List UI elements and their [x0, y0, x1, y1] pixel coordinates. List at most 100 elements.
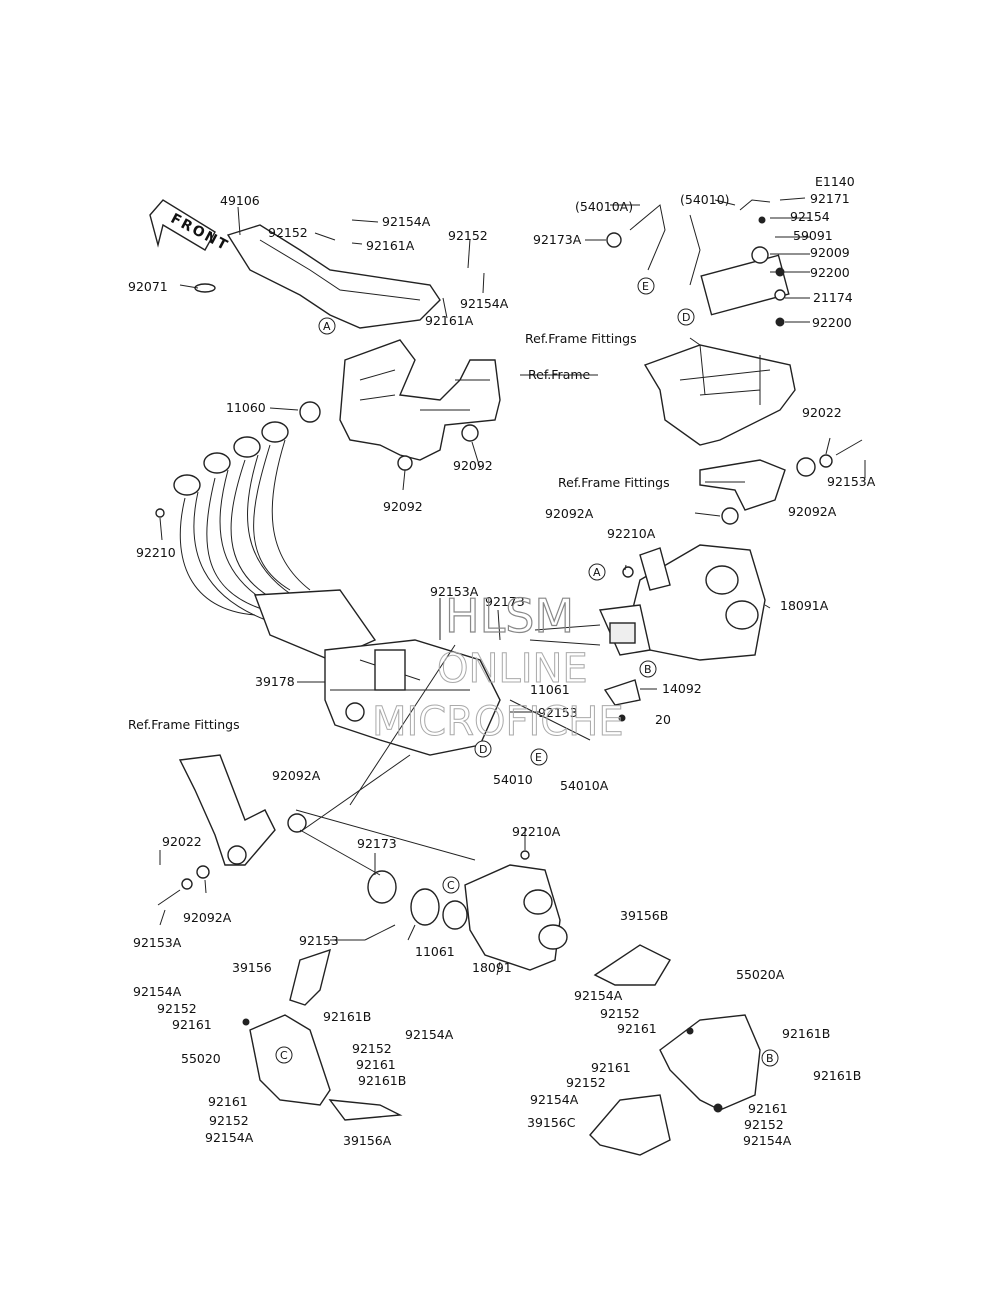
part-label: 54010A — [560, 778, 609, 793]
muffler-lower — [364, 850, 568, 971]
part-label: 92161 — [172, 1017, 212, 1032]
part-label: 55020A — [736, 967, 785, 982]
part-label: 92173A — [533, 232, 582, 247]
part-label: 92161 — [356, 1057, 396, 1072]
part-label: 92161A — [425, 313, 474, 328]
part-label: 18091A — [780, 598, 829, 613]
part-label: 92161B — [323, 1009, 371, 1024]
callout-letter: E — [535, 751, 542, 764]
frame-bracket — [339, 339, 501, 471]
part-label: 21174 — [813, 290, 853, 305]
part-label: 92154A — [133, 984, 182, 999]
part-label: 92022 — [162, 834, 202, 849]
watermark-text: ONLINE — [437, 646, 588, 692]
callout-letter: B — [644, 663, 652, 676]
part-label: 92092A — [272, 768, 321, 783]
lower-frame-bracket — [157, 754, 307, 906]
part-label: 92210A — [607, 526, 656, 541]
muffler-right — [529, 544, 766, 722]
part-label: 92161A — [366, 238, 415, 253]
part-label: 92092 — [453, 458, 493, 473]
part-label: 92153 — [299, 933, 339, 948]
part-label: 92161 — [591, 1060, 631, 1075]
part-label: 92200 — [810, 265, 850, 280]
part-label: 92152 — [268, 225, 308, 240]
part-label: 92210A — [512, 824, 561, 839]
part-label: 92092A — [545, 506, 594, 521]
part-label: 39156C — [527, 1115, 576, 1130]
part-label: 92161B — [782, 1026, 830, 1041]
watermark-text: HLSM — [445, 589, 574, 643]
part-label: 92152 — [744, 1117, 784, 1132]
part-label: 92071 — [128, 279, 168, 294]
reference-labels: Ref.Frame Ref.Frame Fittings Ref.Frame F… — [128, 174, 855, 732]
battery-tray — [643, 344, 796, 446]
part-label: 92210 — [136, 545, 176, 560]
part-label: 92152 — [566, 1075, 606, 1090]
callout-letter: A — [323, 320, 331, 333]
part-label: 92154A — [405, 1027, 454, 1042]
part-label: 92161 — [748, 1101, 788, 1116]
part-label: 92009 — [810, 245, 850, 260]
callout-letter: C — [280, 1049, 288, 1062]
part-label: 39156A — [343, 1133, 392, 1148]
part-label: 92092A — [788, 504, 837, 519]
part-label: 92161 — [208, 1094, 248, 1109]
part-label: (54010A) — [575, 199, 633, 214]
front-arrow-icon: FRONT — [149, 199, 231, 255]
part-label: 39178 — [255, 674, 295, 689]
part-label: 92022 — [802, 405, 842, 420]
part-label: 92153A — [133, 935, 182, 950]
part-label: 92092A — [183, 910, 232, 925]
part-label: 49106 — [220, 193, 260, 208]
part-label: 92152 — [448, 228, 488, 243]
part-label: 92154A — [205, 1130, 254, 1145]
callout-letter: A — [593, 566, 601, 579]
part-label: 92200 — [812, 315, 852, 330]
part-number-labels: 491069215292154A92161A9215292154A92161A9… — [128, 191, 876, 1148]
diagram-code: E1140 — [815, 174, 855, 189]
part-label: 92153 — [538, 705, 578, 720]
part-label: 39156 — [232, 960, 272, 975]
part-label: 11061 — [530, 682, 570, 697]
part-label: 11060 — [226, 400, 266, 415]
callout-markers — [275, 277, 779, 1067]
part-label: 11061 — [415, 944, 455, 959]
part-label: (54010) — [680, 192, 730, 207]
callout-letter: D — [682, 311, 690, 324]
part-label: 92154A — [460, 296, 509, 311]
lower-right-cover — [589, 944, 761, 1156]
part-label: 20 — [655, 712, 671, 727]
part-label: 55020 — [181, 1051, 221, 1066]
part-label: 59091 — [793, 228, 833, 243]
part-label: 92153A — [827, 474, 876, 489]
part-label: 92161 — [617, 1021, 657, 1036]
part-label: 92161B — [358, 1073, 406, 1088]
watermark-text: MICROFICHE — [372, 699, 624, 745]
exhaust-header-pipes — [155, 401, 501, 756]
part-label: 54010 — [493, 772, 533, 787]
callout-letter: C — [447, 879, 455, 892]
ref-frame-fittings-mid-label: Ref.Frame Fittings — [558, 475, 670, 490]
part-label: 92173 — [357, 836, 397, 851]
part-label: 92154A — [382, 214, 431, 229]
part-label: 92154 — [790, 209, 830, 224]
mid-right-bracket — [699, 439, 863, 525]
part-label: 92092 — [383, 499, 423, 514]
part-label: 14092 — [662, 681, 702, 696]
part-label: 18091 — [472, 960, 512, 975]
part-label: 92173 — [485, 594, 525, 609]
leader-lines — [159, 197, 866, 976]
part-label: 92152 — [157, 1001, 197, 1016]
part-label: 92152 — [352, 1041, 392, 1056]
part-label: 39156B — [620, 908, 668, 923]
part-label: 92154A — [530, 1092, 579, 1107]
callout-letter: E — [642, 280, 649, 293]
lower-left-cover — [242, 948, 403, 1121]
ref-frame-fittings-left-label: Ref.Frame Fittings — [128, 717, 240, 732]
ref-frame-label: Ref.Frame — [528, 367, 591, 382]
part-label: 92154A — [574, 988, 623, 1003]
ref-frame-fittings-top-label: Ref.Frame Fittings — [525, 331, 637, 346]
